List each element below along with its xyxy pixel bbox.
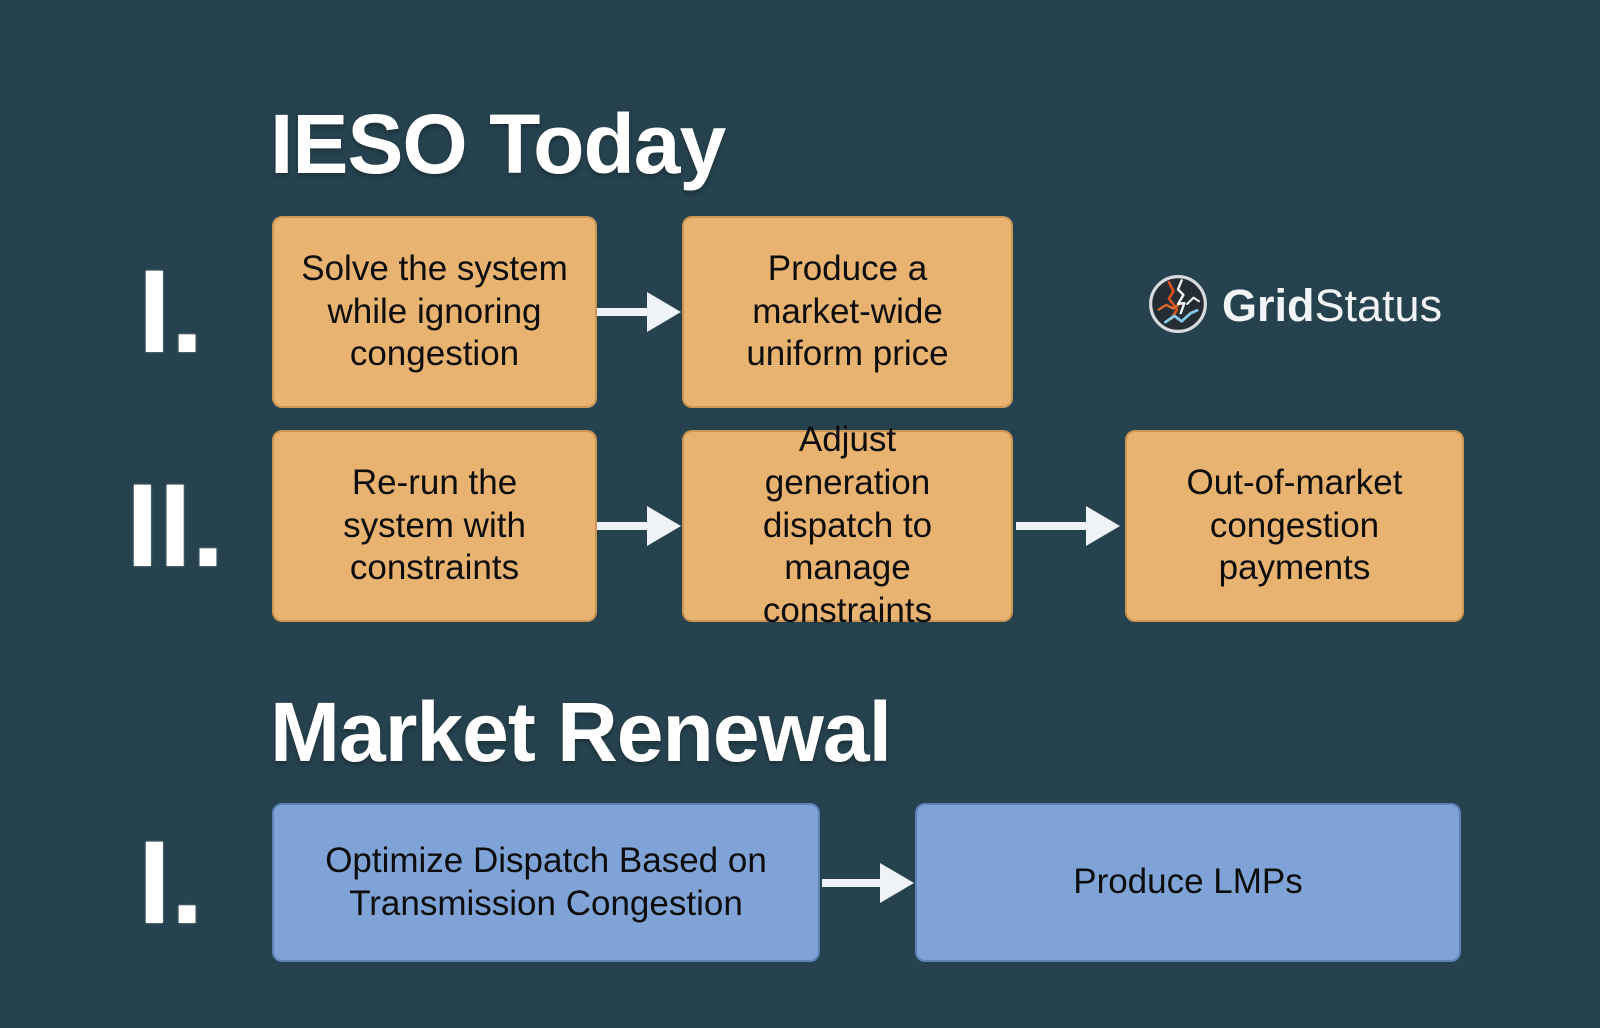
arrow-right-icon bbox=[822, 861, 915, 905]
gridstatus-logo-wordmark: GridStatus bbox=[1222, 280, 1442, 332]
flow-box-adjust-dispatch: Adjust generation dispatch to manage con… bbox=[682, 420, 1013, 630]
flow-box-solve-system: Solve the system while ignoring congesti… bbox=[272, 216, 597, 408]
gridstatus-logo: GridStatus bbox=[1147, 273, 1442, 340]
gridstatus-logo-icon bbox=[1147, 273, 1209, 340]
flow-box-optimize-dispatch: Optimize Dispatch Based on Transmission … bbox=[272, 803, 820, 962]
logo-word-status: Status bbox=[1314, 280, 1443, 331]
section-title-ieso-today: IESO Today bbox=[270, 97, 726, 191]
flow-box-rerun-system: Re-run the system with constraints bbox=[272, 430, 597, 622]
section-title-market-renewal: Market Renewal bbox=[270, 685, 892, 779]
flow-box-produce-lmps: Produce LMPs bbox=[915, 803, 1461, 962]
arrow-right-icon bbox=[1016, 504, 1121, 548]
row-numeral-3: I. bbox=[138, 816, 204, 949]
arrow-right-icon bbox=[597, 504, 682, 548]
logo-word-grid: Grid bbox=[1222, 280, 1315, 331]
row-numeral-1: I. bbox=[138, 246, 204, 378]
arrow-right-icon bbox=[597, 290, 682, 334]
flow-box-uniform-price: Produce a market-wide uniform price bbox=[682, 216, 1013, 408]
flow-box-congestion-payments: Out-of-market congestion payments bbox=[1125, 430, 1464, 622]
row-numeral-2: II. bbox=[126, 460, 225, 592]
